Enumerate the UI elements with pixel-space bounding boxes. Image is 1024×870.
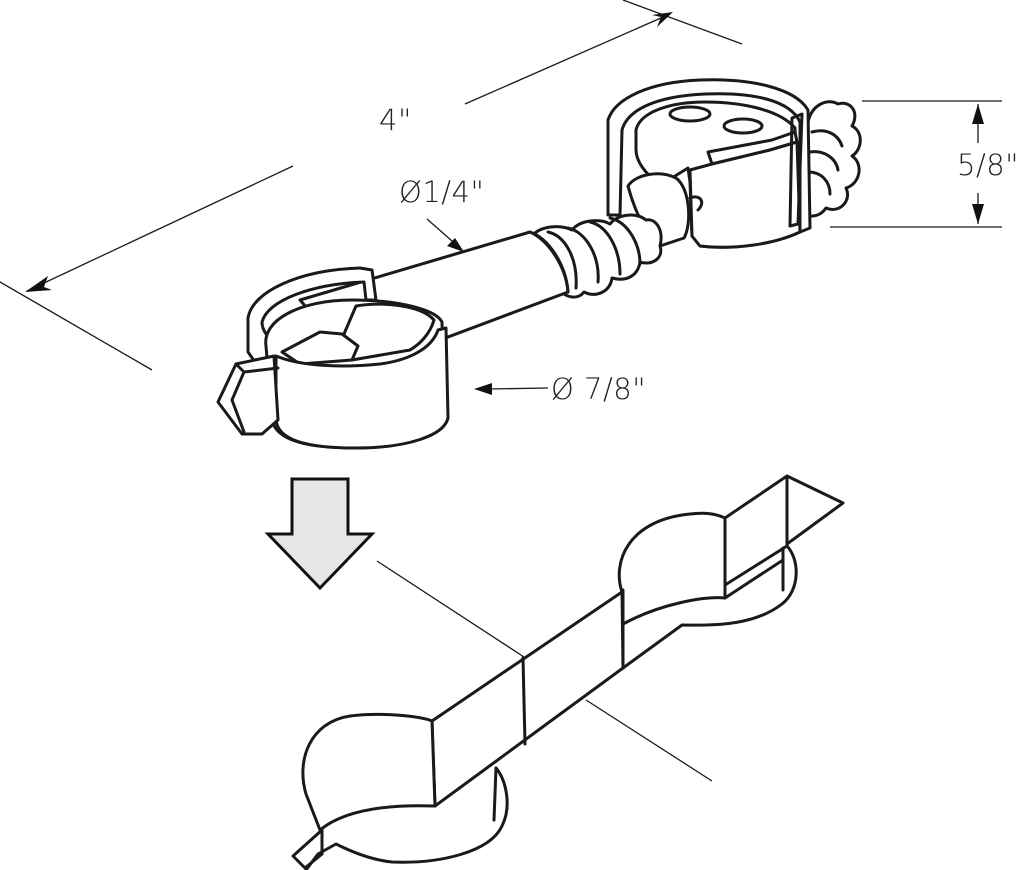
cam-diameter-leader — [474, 383, 549, 395]
down-arrow-icon — [264, 477, 376, 591]
length-dimension — [0, 0, 743, 371]
bolt-diameter-label: Ø1/4" — [399, 175, 485, 209]
height-dimension — [830, 100, 1002, 228]
bolt-diameter-leader — [426, 218, 464, 252]
right-cam-housing — [606, 78, 862, 249]
length-label: 4" — [379, 103, 412, 137]
left-cam-housing — [216, 266, 450, 450]
cam-diameter-label: Ø 7/8" — [551, 372, 647, 406]
cam-height-label: 5/8" — [957, 148, 1020, 182]
drilling-pattern — [291, 474, 845, 870]
